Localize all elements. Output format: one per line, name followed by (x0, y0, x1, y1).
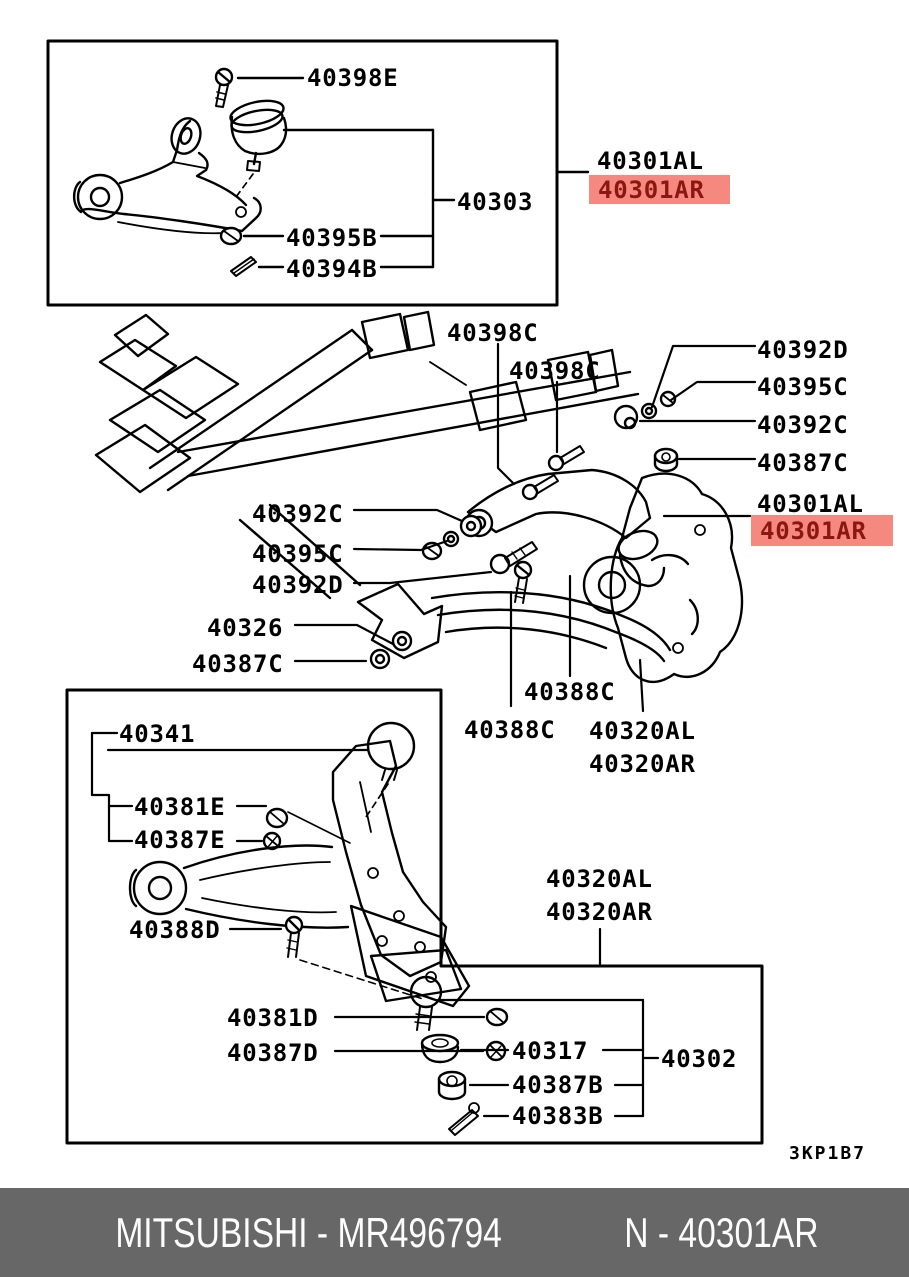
washer-icon (459, 514, 483, 538)
part-label-40381d: 40381D (227, 1004, 319, 1032)
part-label-40301ar-top-highlighted: 40301AR (589, 175, 730, 204)
nut-icon (437, 1070, 467, 1101)
part-label-40388c-upper: 40388C (524, 678, 616, 706)
ball-stud-icon (363, 721, 416, 821)
part-label-40326: 40326 (207, 614, 284, 642)
part-label-40317: 40317 (512, 1037, 589, 1065)
plate-code: 3KP1B7 (789, 1143, 867, 1164)
bolt-icon (513, 560, 533, 604)
part-label-40398e: 40398E (307, 64, 399, 92)
part-label-40320al-bottom: 40320AL (546, 865, 653, 893)
nut-icon (219, 226, 243, 246)
lower-arm-drawing (90, 721, 660, 1136)
part-label-40392c-right: 40392C (757, 411, 849, 439)
part-label-40388d: 40388D (129, 916, 221, 944)
ball-joint-icon (369, 948, 463, 1031)
subframe-drawing (94, 310, 757, 713)
nut-icon (659, 390, 677, 408)
part-label-40301ar-right-highlighted: 40301AR (751, 515, 893, 546)
washer-icon (640, 402, 658, 420)
bolt-icon (547, 445, 585, 472)
part-label-40301al-right: 40301AL (757, 490, 864, 518)
part-label-40387e: 40387E (134, 826, 226, 854)
part-label-40387c-right: 40387C (757, 449, 849, 477)
footer-reference-number: N - 40301AR (623, 1208, 819, 1256)
part-label-40320ar-bottom: 40320AR (546, 898, 653, 926)
part-label-40392c-left: 40392C (252, 500, 344, 528)
ball-joint-icon (229, 99, 288, 198)
nut-icon (265, 807, 289, 829)
part-label-40395c-left: 40395C (252, 540, 344, 568)
part-label-40301al-top: 40301AL (597, 147, 704, 175)
screw-icon (214, 67, 234, 108)
part-label-40320al-mid: 40320AL (589, 717, 696, 745)
part-label-40303: 40303 (457, 188, 534, 216)
footer-bar: MITSUBISHI - MR496794 N - 40301AR (0, 1188, 909, 1277)
part-label-40398c-2: 40398C (509, 357, 601, 385)
part-label-40398c-1: 40398C (447, 319, 539, 347)
upper-arm-drawing (72, 67, 590, 277)
control-arm-shape (72, 117, 262, 235)
part-label-40392d-left: 40392D (252, 571, 344, 599)
bolt-icon (521, 474, 559, 501)
part-label-40341: 40341 (119, 720, 196, 748)
part-label-40395b: 40395B (286, 224, 378, 252)
part-label-40383b: 40383B (512, 1102, 604, 1130)
nut-icon (262, 831, 282, 851)
leader-lines (90, 731, 370, 843)
washer-icon (613, 404, 639, 430)
washer-icon (442, 530, 460, 548)
lower-arm-group-box (65, 688, 764, 1145)
lower-arm-shape (128, 739, 471, 1008)
leader-lines (293, 342, 757, 713)
part-label-40387c-left: 40387C (192, 650, 284, 678)
washer-cup-icon (420, 1033, 460, 1064)
part-label-40320ar-mid: 40320AR (589, 750, 696, 778)
pin-icon (448, 1102, 480, 1136)
leader-lines (436, 927, 660, 1118)
bolt-icon (489, 541, 538, 575)
leader-lines (236, 76, 590, 269)
part-label-40387b: 40387B (512, 1071, 604, 1099)
part-label-40387d: 40387D (227, 1039, 319, 1067)
part-label-40302: 40302 (661, 1045, 738, 1073)
pin-icon (230, 256, 257, 277)
part-label-40381e: 40381E (134, 793, 226, 821)
screw-icon (284, 915, 304, 958)
part-label-40388c-lower: 40388C (464, 716, 556, 744)
nut-icon (485, 1007, 509, 1027)
footer-brand-part-number: MITSUBISHI - MR496794 (114, 1208, 502, 1256)
nut-icon (653, 447, 679, 473)
part-label-40395c-right: 40395C (757, 373, 849, 401)
part-label-40392d-right: 40392D (757, 336, 849, 364)
part-label-40394b: 40394B (286, 255, 378, 283)
